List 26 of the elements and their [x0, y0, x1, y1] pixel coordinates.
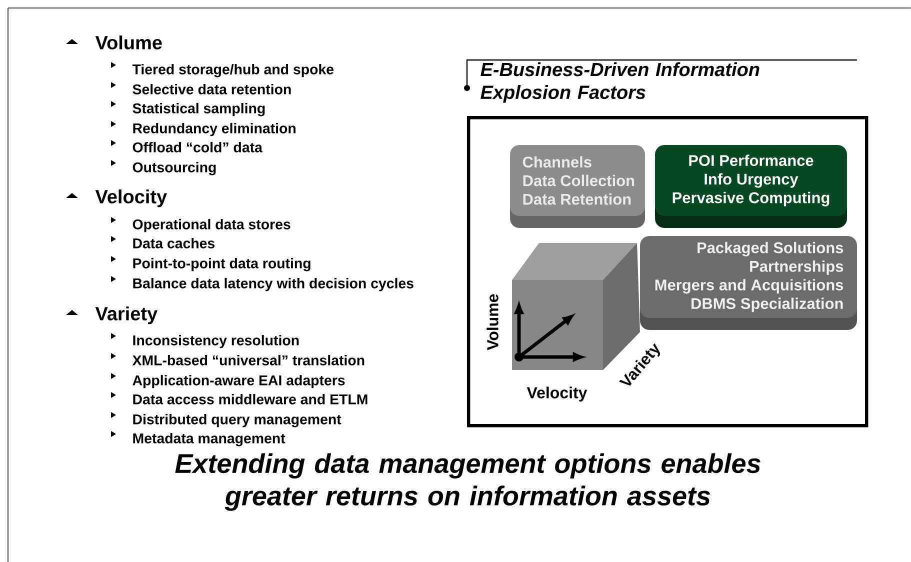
list-item: Offload “cold” data — [132, 142, 263, 152]
list-item: Data access middleware and ETLM — [133, 394, 368, 404]
list-item: Tiered storage/hub and spoke — [132, 64, 334, 78]
list-item: Metadata management — [133, 432, 286, 446]
node-label: E-Business-Driven Information Explosion Factors — [480, 62, 760, 103]
list-item: Distributed query management — [133, 414, 342, 428]
list-item: Selective data retention — [132, 84, 291, 94]
list-item: Operational data stores — [132, 218, 290, 232]
list-item: XML-based “universal” translation — [132, 354, 364, 366]
list-item: Point-to-point data routing — [133, 258, 310, 272]
list-item: Outsourcing — [132, 162, 216, 176]
list-item: Data caches — [133, 238, 215, 248]
factor-box: POI Performance Info Urgency Pervasive Computing — [655, 145, 847, 228]
axis-label: Volume — [486, 294, 498, 350]
heading: Volume — [95, 35, 162, 50]
factor-box: Packaged Solutions Partnerships Mergers and Acquisitions DBMS Specialization — [640, 236, 857, 330]
axis-label: Velocity — [526, 386, 588, 402]
list-item: Balance data latency with decision cycles — [133, 278, 414, 292]
heading: Velocity — [95, 189, 167, 208]
list-item: Inconsistency resolution — [133, 334, 299, 348]
caption: Extending data management options enables greater returns on information assets — [175, 453, 760, 511]
list-item: Statistical sampling — [132, 102, 265, 116]
heading: Variety — [95, 306, 158, 324]
list-item: Redundancy elimination — [133, 122, 296, 136]
factor-box: Channels Data Collection Data Retention — [510, 145, 645, 228]
list-item: Application-aware EAI adapters — [132, 374, 345, 388]
